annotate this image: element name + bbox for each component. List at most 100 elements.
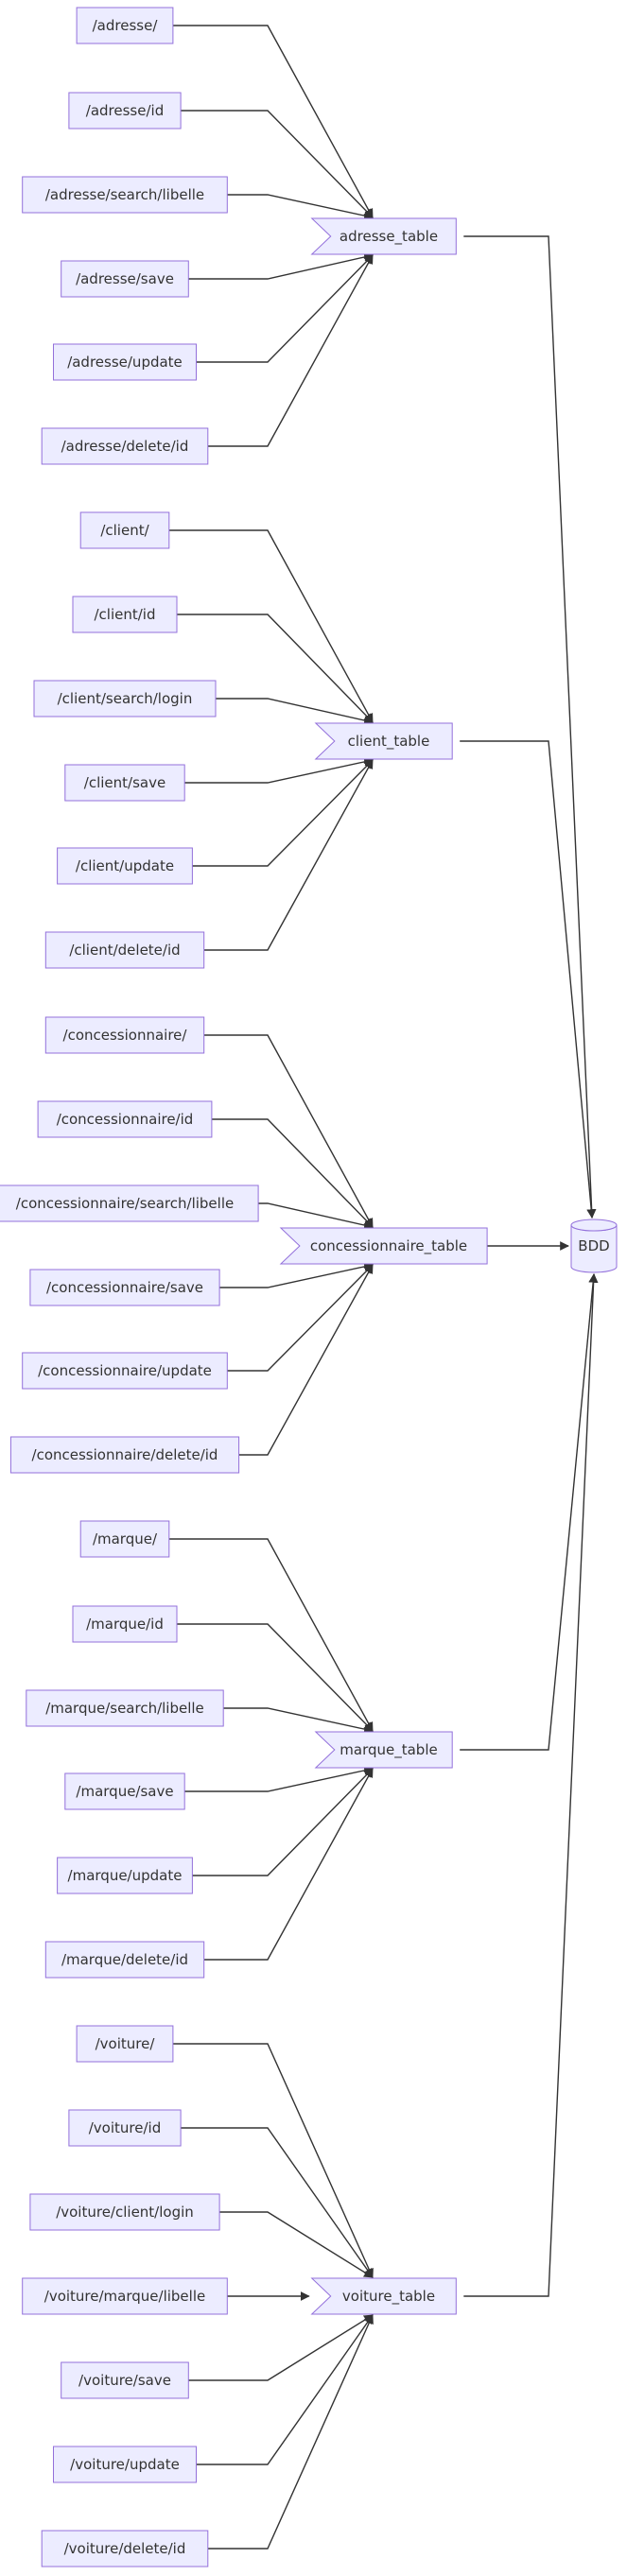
table-node-label: voiture_table bbox=[342, 2288, 435, 2306]
nodes-layer: BDD adresse_table/adresse/ /adresse/id/adr… bbox=[0, 7, 618, 2567]
route-node-box bbox=[22, 176, 228, 214]
route-node-box bbox=[72, 596, 178, 633]
route-node-marque: /marque/ bbox=[79, 1520, 170, 1558]
edge-adresse-delete-id-to-adresse-table bbox=[207, 254, 374, 447]
route-node-box bbox=[33, 680, 217, 717]
route-node-label: /adresse/delete/id bbox=[61, 438, 189, 455]
route-node-box bbox=[44, 931, 205, 969]
route-node-voiture-client-login: /voiture/client/login bbox=[29, 2193, 220, 2231]
edge-adresse-save-to-adresse-table bbox=[188, 252, 374, 280]
route-node-label: /concessionnaire/save bbox=[46, 1279, 203, 1296]
route-node-adresse-search-libelle: /adresse/search/libelle bbox=[22, 176, 228, 214]
route-node-box bbox=[79, 1520, 170, 1558]
route-node-label: /concessionnaire/update bbox=[38, 1362, 212, 1379]
edge-concessionnaire-update-to-concessionnaire-table bbox=[227, 1264, 374, 1372]
route-node-box bbox=[64, 1772, 185, 1810]
route-node-marque-update: /marque/update bbox=[57, 1857, 193, 1894]
database-node: BDD bbox=[570, 1219, 618, 1273]
edge-voiture-update-to-voiture-table bbox=[196, 2314, 374, 2465]
route-node-voiture-marque-libelle: /voiture/marque/libelle bbox=[22, 2277, 228, 2315]
route-node-label: /voiture/id bbox=[89, 2119, 161, 2136]
edge-concessionnaire-to-concessionnaire-table bbox=[203, 1034, 374, 1228]
table-node-shape bbox=[314, 722, 453, 760]
table-node-client-table: client_table bbox=[314, 722, 453, 760]
edge-marque-update-to-marque-table bbox=[192, 1768, 374, 1876]
route-node-label: /adresse/save bbox=[76, 270, 174, 287]
database-cylinder-top bbox=[570, 1219, 618, 1232]
route-node-box bbox=[68, 2109, 182, 2147]
route-node-label: /client/search/login bbox=[58, 690, 193, 707]
table-node-label: concessionnaire_table bbox=[310, 1237, 467, 1255]
route-node-box bbox=[76, 7, 174, 44]
table-node-shape bbox=[279, 1227, 488, 1265]
route-node-box bbox=[29, 2193, 220, 2231]
route-node-adresse-id: /adresse/id bbox=[68, 92, 182, 130]
route-node-client: /client/ bbox=[79, 511, 170, 549]
route-node-marque-id: /marque/id bbox=[72, 1605, 178, 1643]
route-node-label: /marque/id bbox=[86, 1616, 164, 1633]
route-node-box bbox=[29, 1269, 220, 1306]
route-node-label: /marque/save bbox=[76, 1783, 173, 1800]
route-node-label: /client/id bbox=[95, 606, 156, 623]
edge-client-save-to-client-table bbox=[184, 757, 374, 784]
route-node-label: /marque/search/libelle bbox=[45, 1700, 204, 1717]
route-node-box bbox=[22, 2277, 228, 2315]
route-node-adresse-delete-id: /adresse/delete/id bbox=[41, 427, 209, 465]
table-node-shape bbox=[310, 217, 457, 255]
route-node-box bbox=[41, 2530, 209, 2567]
edge-client-delete-id-to-client-table bbox=[203, 759, 374, 951]
route-node-label: /adresse/ bbox=[93, 17, 159, 34]
route-node-box bbox=[61, 260, 189, 298]
route-node-label: /marque/ bbox=[93, 1530, 158, 1547]
route-node-box bbox=[79, 511, 170, 549]
edge-voiture-delete-id-to-voiture-table bbox=[207, 2314, 374, 2550]
route-node-box bbox=[57, 847, 193, 885]
route-node-box bbox=[64, 764, 185, 802]
route-node-concessionnaire-save: /concessionnaire/save bbox=[29, 1269, 220, 1306]
route-node-box bbox=[72, 1605, 178, 1643]
table-node-adresse-table: adresse_table bbox=[310, 217, 457, 255]
route-node-voiture-id: /voiture/id bbox=[68, 2109, 182, 2147]
route-node-box bbox=[44, 1941, 205, 1979]
table-node-shape bbox=[310, 2277, 457, 2315]
route-node-box bbox=[26, 1689, 224, 1727]
table-node-shape bbox=[314, 1731, 453, 1769]
route-node-label: /adresse/search/libelle bbox=[45, 186, 204, 203]
edge-voiture-to-voiture-table bbox=[172, 2043, 374, 2278]
route-node-box bbox=[37, 1100, 213, 1138]
route-node-box bbox=[53, 343, 197, 381]
route-node-label: /voiture/ bbox=[96, 2035, 156, 2052]
edge-client-id-to-client-table bbox=[177, 614, 374, 723]
edge-marque-delete-id-to-marque-table bbox=[203, 1768, 374, 1961]
route-node-client-search-login: /client/search/login bbox=[33, 680, 217, 717]
edge-client-update-to-client-table bbox=[192, 759, 374, 867]
route-node-box bbox=[57, 1857, 193, 1894]
table-node-concessionnaire-table: concessionnaire_table bbox=[279, 1227, 488, 1265]
edge-client-search-login-to-client-table bbox=[216, 698, 374, 725]
route-node-client-id: /client/id bbox=[72, 596, 178, 633]
table-node-label: marque_table bbox=[340, 1741, 437, 1759]
route-node-box bbox=[9, 1436, 240, 1474]
edge-adresse-id-to-adresse-table bbox=[181, 110, 374, 218]
route-node-concessionnaire-update: /concessionnaire/update bbox=[22, 1352, 228, 1390]
route-node-label: /concessionnaire/delete/id bbox=[32, 1446, 218, 1463]
route-node-concessionnaire: /concessionnaire/ bbox=[44, 1016, 205, 1054]
route-node-box bbox=[68, 92, 182, 130]
route-node-label: /voiture/marque/libelle bbox=[44, 2288, 205, 2305]
route-node-label: /adresse/update bbox=[67, 354, 183, 371]
route-node-concessionnaire-delete-id: /concessionnaire/delete/id bbox=[9, 1436, 240, 1474]
edge-marque-search-libelle-to-marque-table bbox=[223, 1707, 374, 1734]
route-node-label: /voiture/client/login bbox=[56, 2204, 194, 2221]
edges-layer bbox=[168, 25, 599, 2550]
route-node-box bbox=[0, 1184, 259, 1222]
table-node-label: client_table bbox=[348, 733, 430, 751]
route-node-label: /concessionnaire/id bbox=[57, 1111, 194, 1128]
edge-marque-to-marque-table bbox=[168, 1538, 374, 1732]
route-node-label: /voiture/update bbox=[70, 2456, 180, 2473]
route-node-label: /client/ bbox=[100, 522, 149, 539]
edge-client-table-to-bdd bbox=[460, 740, 597, 1219]
edge-marque-id-to-marque-table bbox=[177, 1623, 374, 1732]
route-node-box bbox=[44, 1016, 205, 1054]
route-node-label: /client/update bbox=[76, 857, 174, 874]
